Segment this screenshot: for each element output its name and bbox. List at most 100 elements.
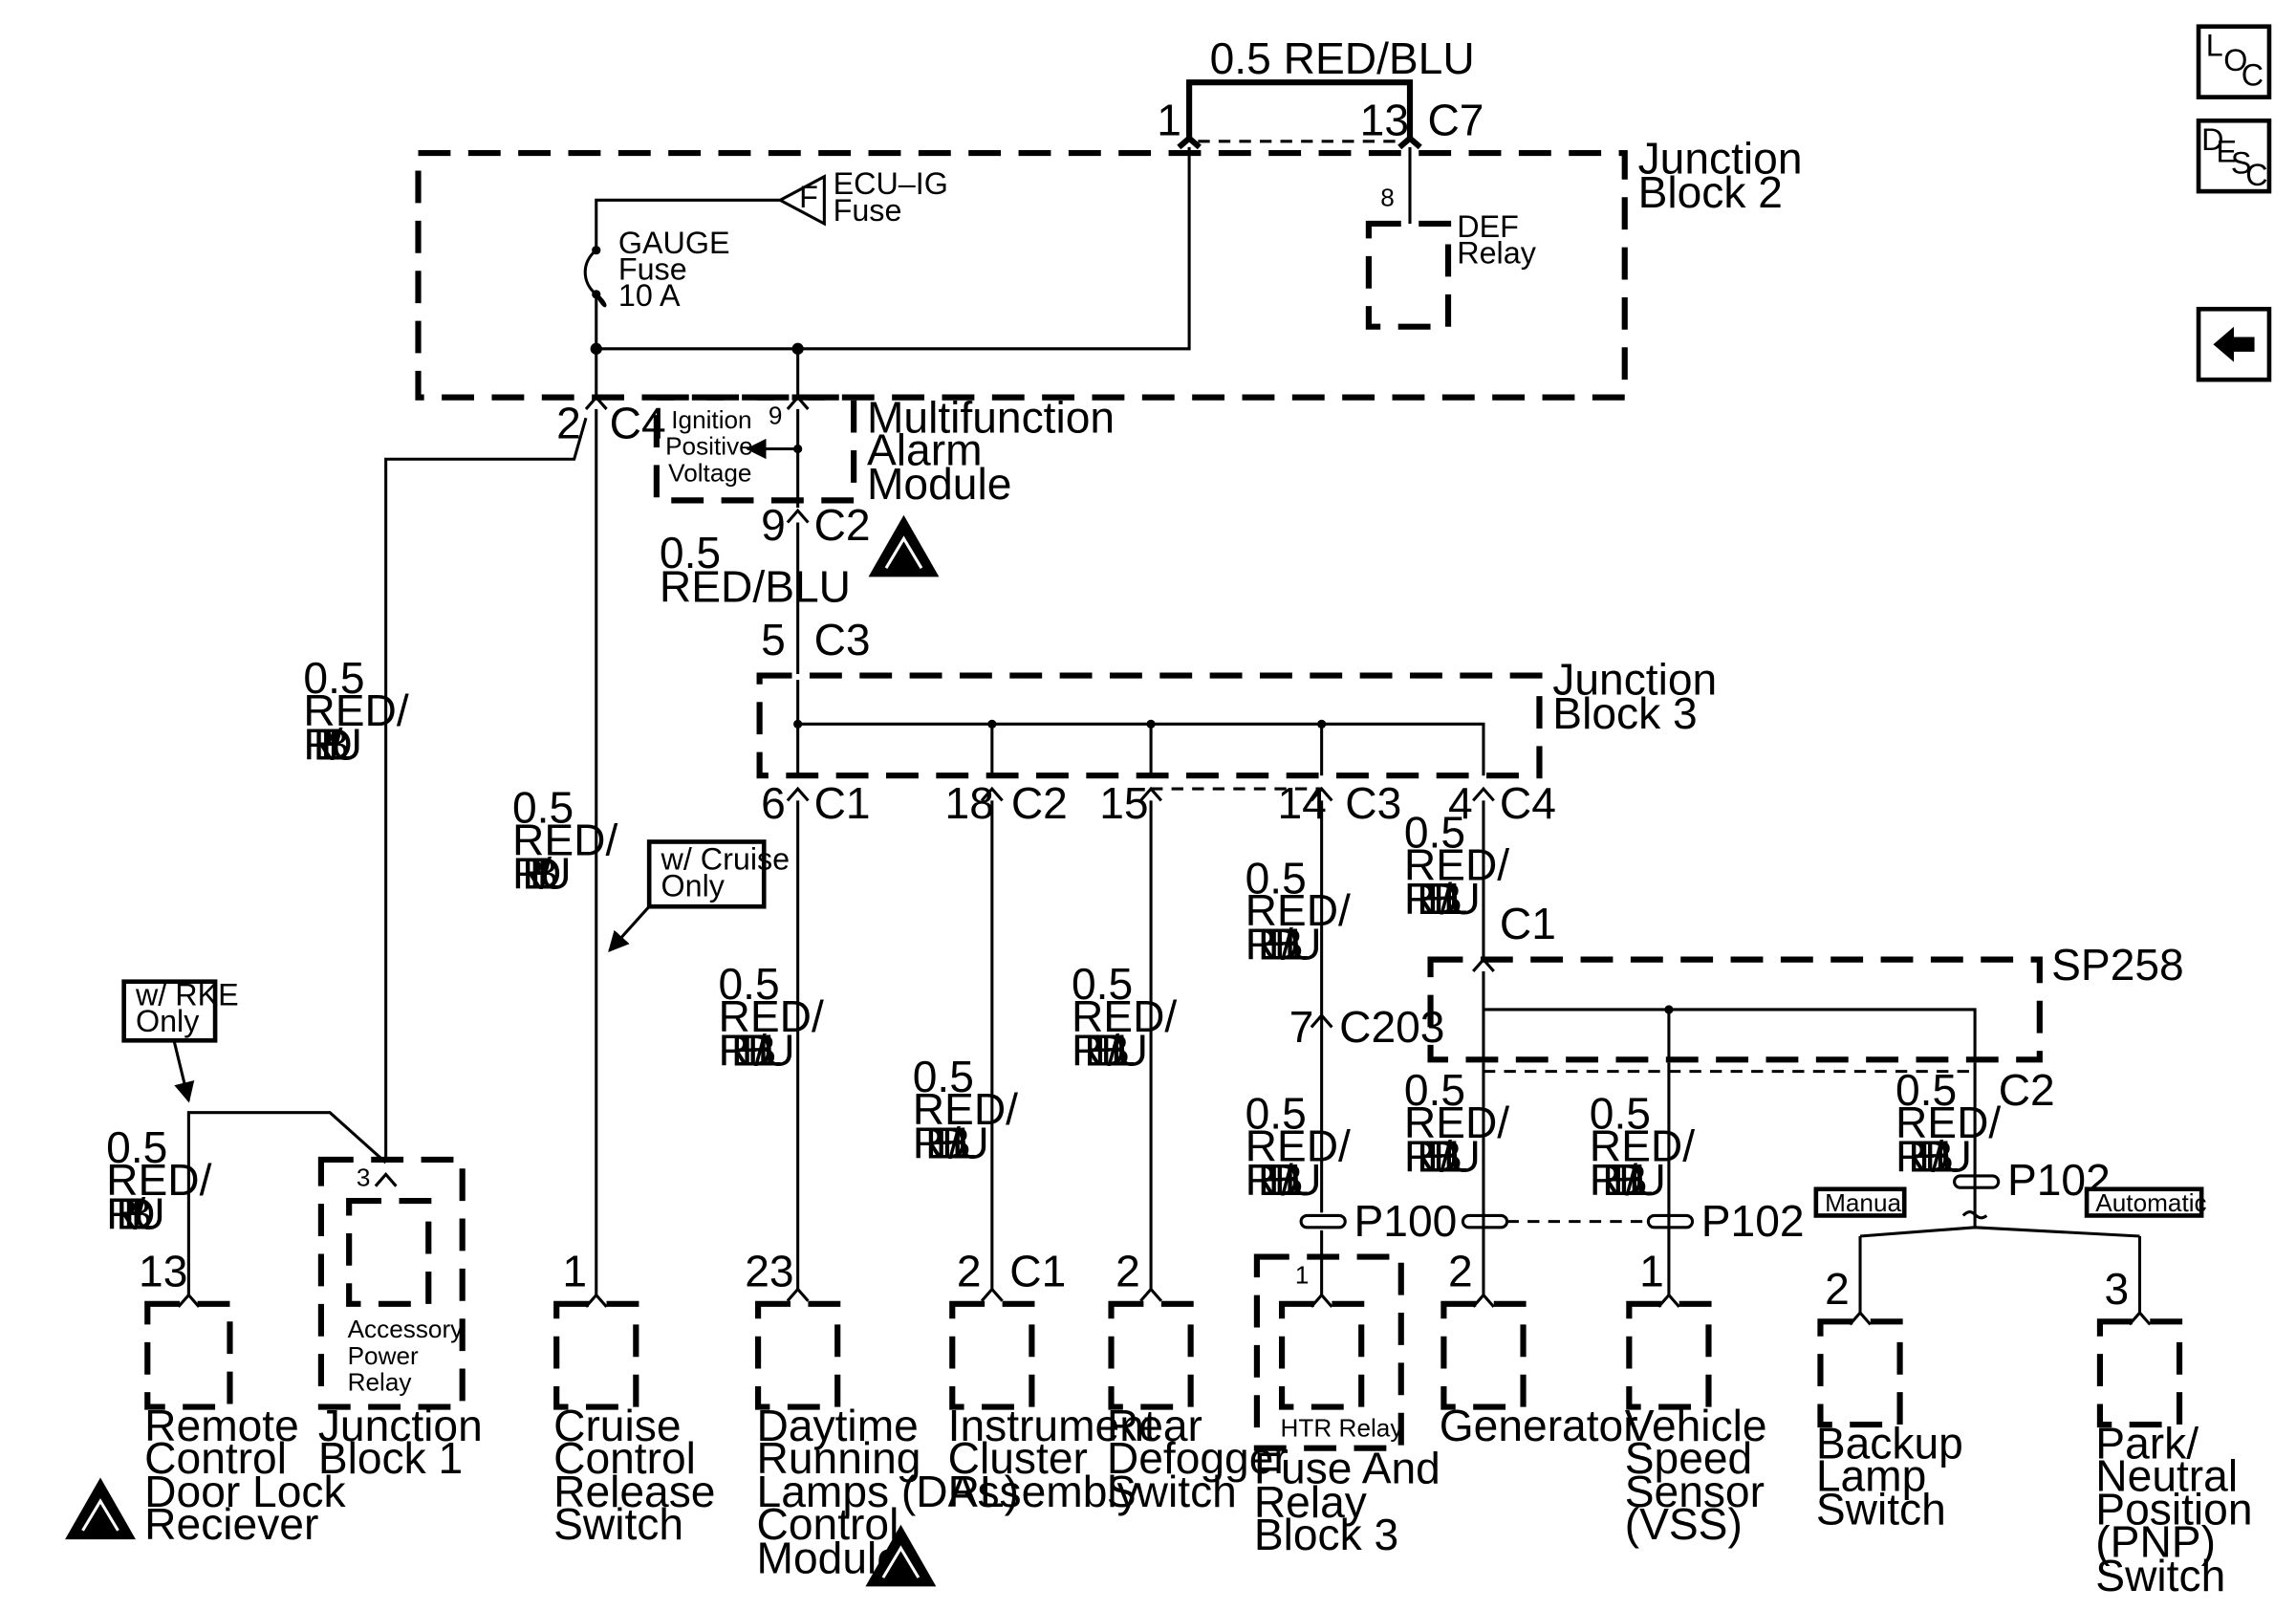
- wire-gauge-gen: 0.5: [1404, 1065, 1465, 1115]
- wire-vss: 0.5 RED/ RED/BLU P102: [1590, 1062, 1805, 1295]
- pin-jb1-3: 3: [357, 1164, 371, 1192]
- pin-vss-1: 1: [1639, 1246, 1664, 1295]
- wire-color-remote-2: RED/BLU: [106, 1188, 165, 1238]
- pin-gen-2: 2: [1448, 1246, 1473, 1295]
- generator-label: Generator: [1440, 1401, 1638, 1450]
- mam-label-1: Multifunction: [867, 393, 1115, 443]
- wire-color-drl-2: RED/BLU: [719, 1025, 795, 1075]
- pin-c7-1: 1: [1157, 96, 1181, 145]
- wire-gauge-cruise: 0.5: [512, 782, 574, 832]
- sp258-c2-label: C2: [1999, 1065, 2055, 1115]
- wire-color-vss-1: RED/: [1590, 1121, 1695, 1171]
- cruise-label-1: Cruise: [553, 1401, 681, 1450]
- wire-gauge-trans: 0.5: [1895, 1065, 1957, 1115]
- ign-pos-voltage-label-2: Positive: [665, 432, 753, 461]
- jb3-c4-label: C4: [1500, 778, 1556, 828]
- fuse-symbol-letter: F: [799, 180, 818, 214]
- cruise-label-2: Control: [553, 1433, 696, 1483]
- wire-gauge-htr: 0.5: [1245, 853, 1307, 903]
- gauge-fuse: GAUGE Fuse 10 A: [583, 226, 730, 313]
- cruise-label-4: Switch: [553, 1499, 683, 1549]
- component-drl-module: 23 Daytime Running Lamps (DRL) Control M…: [745, 1246, 1019, 1587]
- wire-defogger: 0.5 RED/ RED/BLU: [1072, 800, 1177, 1290]
- wire-cluster: 0.5 RED/ RED/BLU: [913, 800, 1018, 1290]
- cluster-label-2: Cluster: [948, 1433, 1088, 1483]
- wire-color-jb1-1: RED/: [303, 685, 408, 735]
- fuse-relay-label-1: Fuse And: [1254, 1444, 1440, 1493]
- wire-color-cruise-2: RED/BLU: [512, 849, 572, 899]
- desc-letter-e: E: [2217, 134, 2238, 168]
- manual-tag: [1813, 1186, 1907, 1218]
- pin-htr-1: 1: [1295, 1260, 1310, 1289]
- junction-block-2-label-2: Block 2: [1638, 167, 1783, 217]
- jb3-c1-label: C1: [814, 778, 871, 828]
- desc-letter-c: C: [2245, 158, 2267, 192]
- pin-def-8: 8: [1380, 184, 1395, 212]
- wire-color-defogger-1: RED/: [1072, 991, 1177, 1041]
- backup-label-3: Switch: [1816, 1485, 1946, 1534]
- jb3-output-pins: 6 C1 18 C2 15 14 C3 4 C4: [761, 778, 1556, 828]
- pnp-label-4: (PNP): [2095, 1517, 2216, 1567]
- automatic-tag-label: Automatic: [2095, 1188, 2206, 1217]
- fuse-relay-label-3: Block 3: [1254, 1510, 1398, 1559]
- ecu-ig-fuse-label-1: ECU–IG: [834, 166, 948, 201]
- junction-block-2-outline: [415, 150, 1628, 401]
- wire-gauge-htr-2: 0.5: [1245, 1089, 1307, 1139]
- component-remote-door-lock: 13 Remote Control Door Lock Reciever: [65, 1246, 346, 1549]
- wire-generator: 0.5 RED/ RED/BLU: [1404, 1062, 1649, 1295]
- desc-letter-d: D: [2201, 122, 2223, 157]
- junction-block-2: Junction Block 2: [415, 134, 1803, 401]
- gauge-fuse-label-3: 10 A: [618, 278, 681, 313]
- pin-c2-9: 9: [761, 500, 786, 550]
- pin-jb3-18: 18: [945, 778, 994, 828]
- wire-mam-to-jb3: 9 C2 0.5 RED/BLU 5 C3: [660, 500, 871, 675]
- wire-color-trans-2: RED/BLU: [1895, 1131, 1972, 1181]
- remote-label-1: Remote: [144, 1401, 299, 1450]
- note-w-cruise: w/ Cruise Only: [608, 839, 790, 952]
- note-w-rke: w/ RKE Only: [121, 977, 239, 1103]
- connector-p100-label: P100: [1354, 1196, 1458, 1246]
- multifunction-alarm-module: Ignition Positive Voltage 9 Multifunctio…: [653, 393, 1115, 577]
- desc-button[interactable]: D E S C: [2196, 118, 2272, 194]
- drl-label-4: Control: [757, 1499, 899, 1549]
- pin-drl-23: 23: [745, 1246, 793, 1295]
- top-wire-label: 0.5 RED/BLU: [1210, 33, 1475, 83]
- pin-remote-13: 13: [139, 1246, 187, 1295]
- pin-backup-2: 2: [1825, 1264, 1850, 1314]
- remote-label-3: Door Lock: [144, 1467, 346, 1516]
- wire-cruise: 0.5 RED/ RED/BLU: [512, 782, 617, 898]
- defogger-label-2: Defogger: [1107, 1433, 1289, 1483]
- junction-block-3: Junction Block 3: [756, 655, 1717, 791]
- connector-c203-label: C203: [1339, 1002, 1444, 1052]
- connector-p102-vss: P102: [1701, 1196, 1805, 1246]
- automatic-tag: [2084, 1186, 2204, 1218]
- ign-pos-voltage-label-3: Voltage: [668, 458, 751, 487]
- pin-c4-2: 2: [556, 399, 581, 448]
- back-button[interactable]: [2196, 306, 2272, 382]
- wire-color-defogger-2: RED/BLU: [1072, 1025, 1148, 1075]
- w-rke-label-2: Only: [136, 1004, 200, 1038]
- jb3-c3-label: C3: [1345, 778, 1401, 828]
- pin-defogger-2: 2: [1116, 1246, 1140, 1295]
- component-backup-lamp-switch: 2 Backup Lamp Switch: [1816, 1264, 1963, 1534]
- gauge-fuse-label-1: GAUGE: [618, 226, 730, 260]
- component-rear-defogger-switch: 2 Rear Defogger Switch: [1107, 1246, 1289, 1516]
- wire-color-htr-2: RED/BLU: [1245, 920, 1322, 969]
- def-relay-label-1: DEF: [1457, 209, 1519, 244]
- defogger-label-1: Rear: [1107, 1401, 1202, 1450]
- wire-color-htr-1: RED/: [1245, 885, 1351, 935]
- wire-color-vss-2: RED/BLU: [1590, 1155, 1666, 1205]
- wire-gauge-remote: 0.5: [106, 1122, 167, 1172]
- htr-relay-label: HTR Relay: [1281, 1413, 1404, 1442]
- vss-label-1: Vehicle: [1625, 1401, 1767, 1450]
- wire-gauge-sp258: 0.5: [1404, 808, 1465, 858]
- wire-color-htr-3: RED/: [1245, 1121, 1351, 1171]
- component-fuse-relay-block-3: 1 HTR Relay Fuse And Relay Block 3: [1253, 1253, 1440, 1559]
- wire-gauge-vss: 0.5: [1590, 1089, 1651, 1139]
- esd-warning-icon: [65, 1477, 136, 1540]
- pin-jb3-4: 4: [1448, 778, 1473, 828]
- loc-button[interactable]: L O C: [2196, 24, 2272, 99]
- manual-tag-label: Manual: [1825, 1188, 1907, 1217]
- jb3-c2-label: C2: [1011, 778, 1068, 828]
- wire-color-cluster-2: RED/BLU: [913, 1118, 989, 1167]
